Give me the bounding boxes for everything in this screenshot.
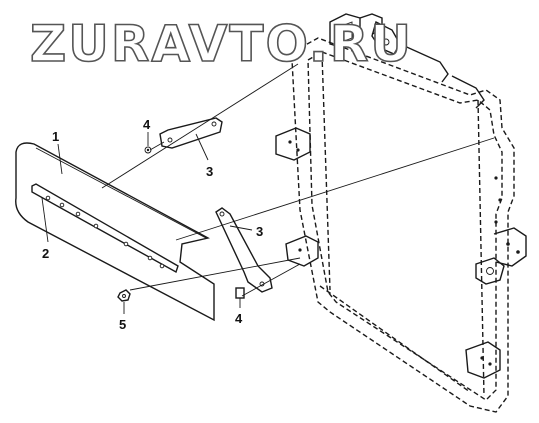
callout-3-lower: 3: [256, 224, 263, 239]
fastener-5: [117, 289, 131, 302]
part-2-strip: [31, 183, 179, 274]
callout-4-upper: 4: [143, 117, 151, 132]
radiator-frame: [291, 37, 515, 413]
radiator-top-tank: [329, 13, 485, 109]
part-3-lower-bracket: [215, 207, 273, 293]
callout-4-lower: 4: [235, 311, 243, 326]
radiator-brackets: [275, 127, 527, 379]
fastener-4-upper: [144, 146, 152, 154]
callout-3-upper: 3: [206, 164, 213, 179]
part-3-upper-bracket: [159, 117, 223, 149]
fastener-4-lower: [235, 287, 245, 299]
callout-2: 2: [42, 246, 49, 261]
leader-lines: [41, 132, 253, 314]
watermark-logo: ZURAVTO.RU: [30, 15, 413, 73]
callout-1: 1: [52, 129, 59, 144]
assembly-guide-lines: [101, 63, 495, 297]
callout-5: 5: [119, 317, 126, 332]
